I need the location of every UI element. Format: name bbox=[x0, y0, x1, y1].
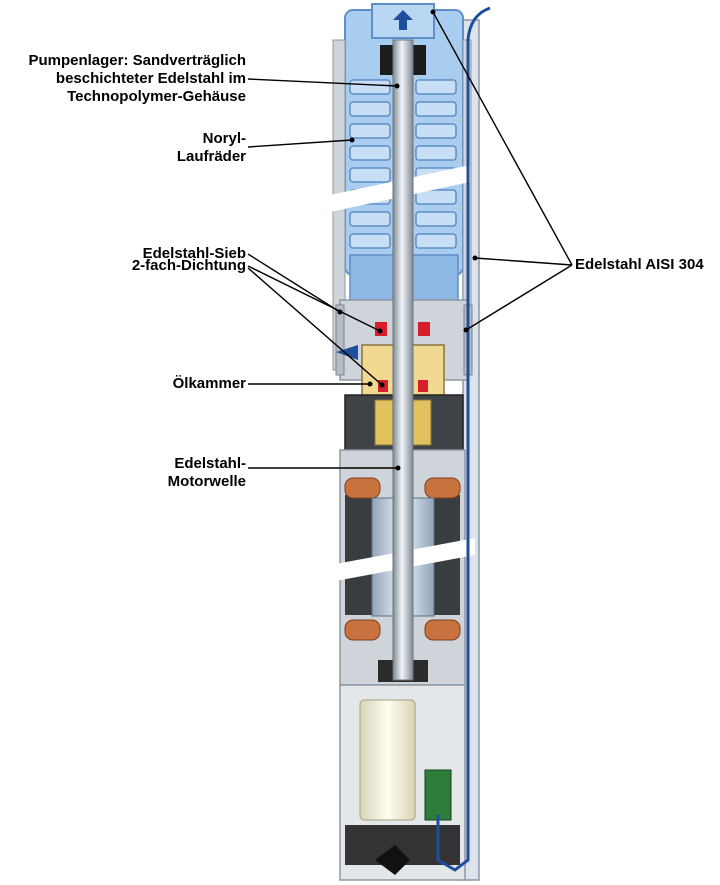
leader-noryl bbox=[247, 139, 353, 148]
label-line: Edelstahl AISI 304 bbox=[575, 256, 704, 273]
label-motorwelle: Edelstahl- Motorwelle bbox=[168, 455, 246, 491]
label-sieb: Edelstahl-Sieb bbox=[143, 245, 246, 263]
impeller-stage bbox=[415, 211, 457, 227]
capacitor bbox=[359, 699, 416, 821]
leader-aisi-2 bbox=[474, 257, 573, 266]
winding-top-right bbox=[424, 477, 461, 499]
winding-top-left bbox=[344, 477, 381, 499]
leader-dichtung-1 bbox=[247, 265, 381, 332]
impeller-stage bbox=[349, 211, 391, 227]
motor-shaft bbox=[392, 39, 414, 681]
label-line: beschichteter Edelstahl im bbox=[55, 70, 246, 87]
label-pumpenlager: Pumpenlager: Sandverträglich beschichtet… bbox=[28, 52, 246, 106]
leader-sieb bbox=[247, 253, 341, 313]
label-line: Motorwelle bbox=[167, 473, 246, 490]
winding-bottom-left bbox=[344, 619, 381, 641]
power-cable bbox=[436, 6, 491, 872]
winding-bottom-right bbox=[424, 619, 461, 641]
impeller-stage bbox=[415, 145, 457, 161]
label-line: Edelstahl- bbox=[174, 455, 246, 472]
base-fitting bbox=[375, 845, 410, 875]
impeller-stage bbox=[349, 123, 391, 139]
label-line: Laufräder bbox=[176, 148, 246, 165]
bottom-section bbox=[339, 684, 466, 881]
impeller-stage bbox=[349, 101, 391, 117]
label-noryl: Noryl- Laufräder bbox=[177, 130, 246, 166]
label-line: 2-fach-Dichtung bbox=[131, 257, 246, 274]
impeller-stage bbox=[415, 79, 457, 95]
label-line: Ölkammer bbox=[172, 375, 246, 392]
label-line: Technopolymer-Gehäuse bbox=[67, 88, 246, 105]
label-dichtung: 2-fach-Dichtung bbox=[132, 257, 246, 275]
seal-upper-right bbox=[418, 322, 430, 336]
label-edelstahl-aisi: Edelstahl AISI 304 bbox=[575, 256, 704, 274]
outlet-arrow-icon bbox=[393, 10, 413, 30]
impeller-stage bbox=[415, 123, 457, 139]
label-line: Noryl- bbox=[202, 130, 246, 147]
impeller-stage bbox=[415, 101, 457, 117]
intake-arrow-icon bbox=[336, 345, 358, 360]
impeller-stage bbox=[349, 167, 391, 183]
leader-dots bbox=[337, 9, 478, 471]
leader-dichtung-2 bbox=[247, 267, 383, 386]
seal-lower-right bbox=[418, 380, 428, 392]
leader-aisi-1 bbox=[432, 11, 573, 266]
impeller-stage bbox=[349, 79, 391, 95]
label-oelkammer: Ölkammer bbox=[173, 375, 246, 393]
label-line: Pumpenlager: Sandverträglich bbox=[28, 52, 246, 69]
impeller-stage bbox=[349, 145, 391, 161]
strainer-left bbox=[335, 304, 345, 376]
stator-left bbox=[345, 495, 375, 615]
connector-block bbox=[424, 769, 452, 821]
leader-aisi-3 bbox=[465, 264, 573, 331]
leader-pumpenlager bbox=[247, 78, 398, 87]
impeller-stage bbox=[415, 189, 457, 205]
impeller-stage bbox=[415, 233, 457, 249]
impeller-stage bbox=[349, 233, 391, 249]
label-line: Edelstahl-Sieb bbox=[142, 245, 246, 262]
leader-lines bbox=[247, 11, 573, 469]
